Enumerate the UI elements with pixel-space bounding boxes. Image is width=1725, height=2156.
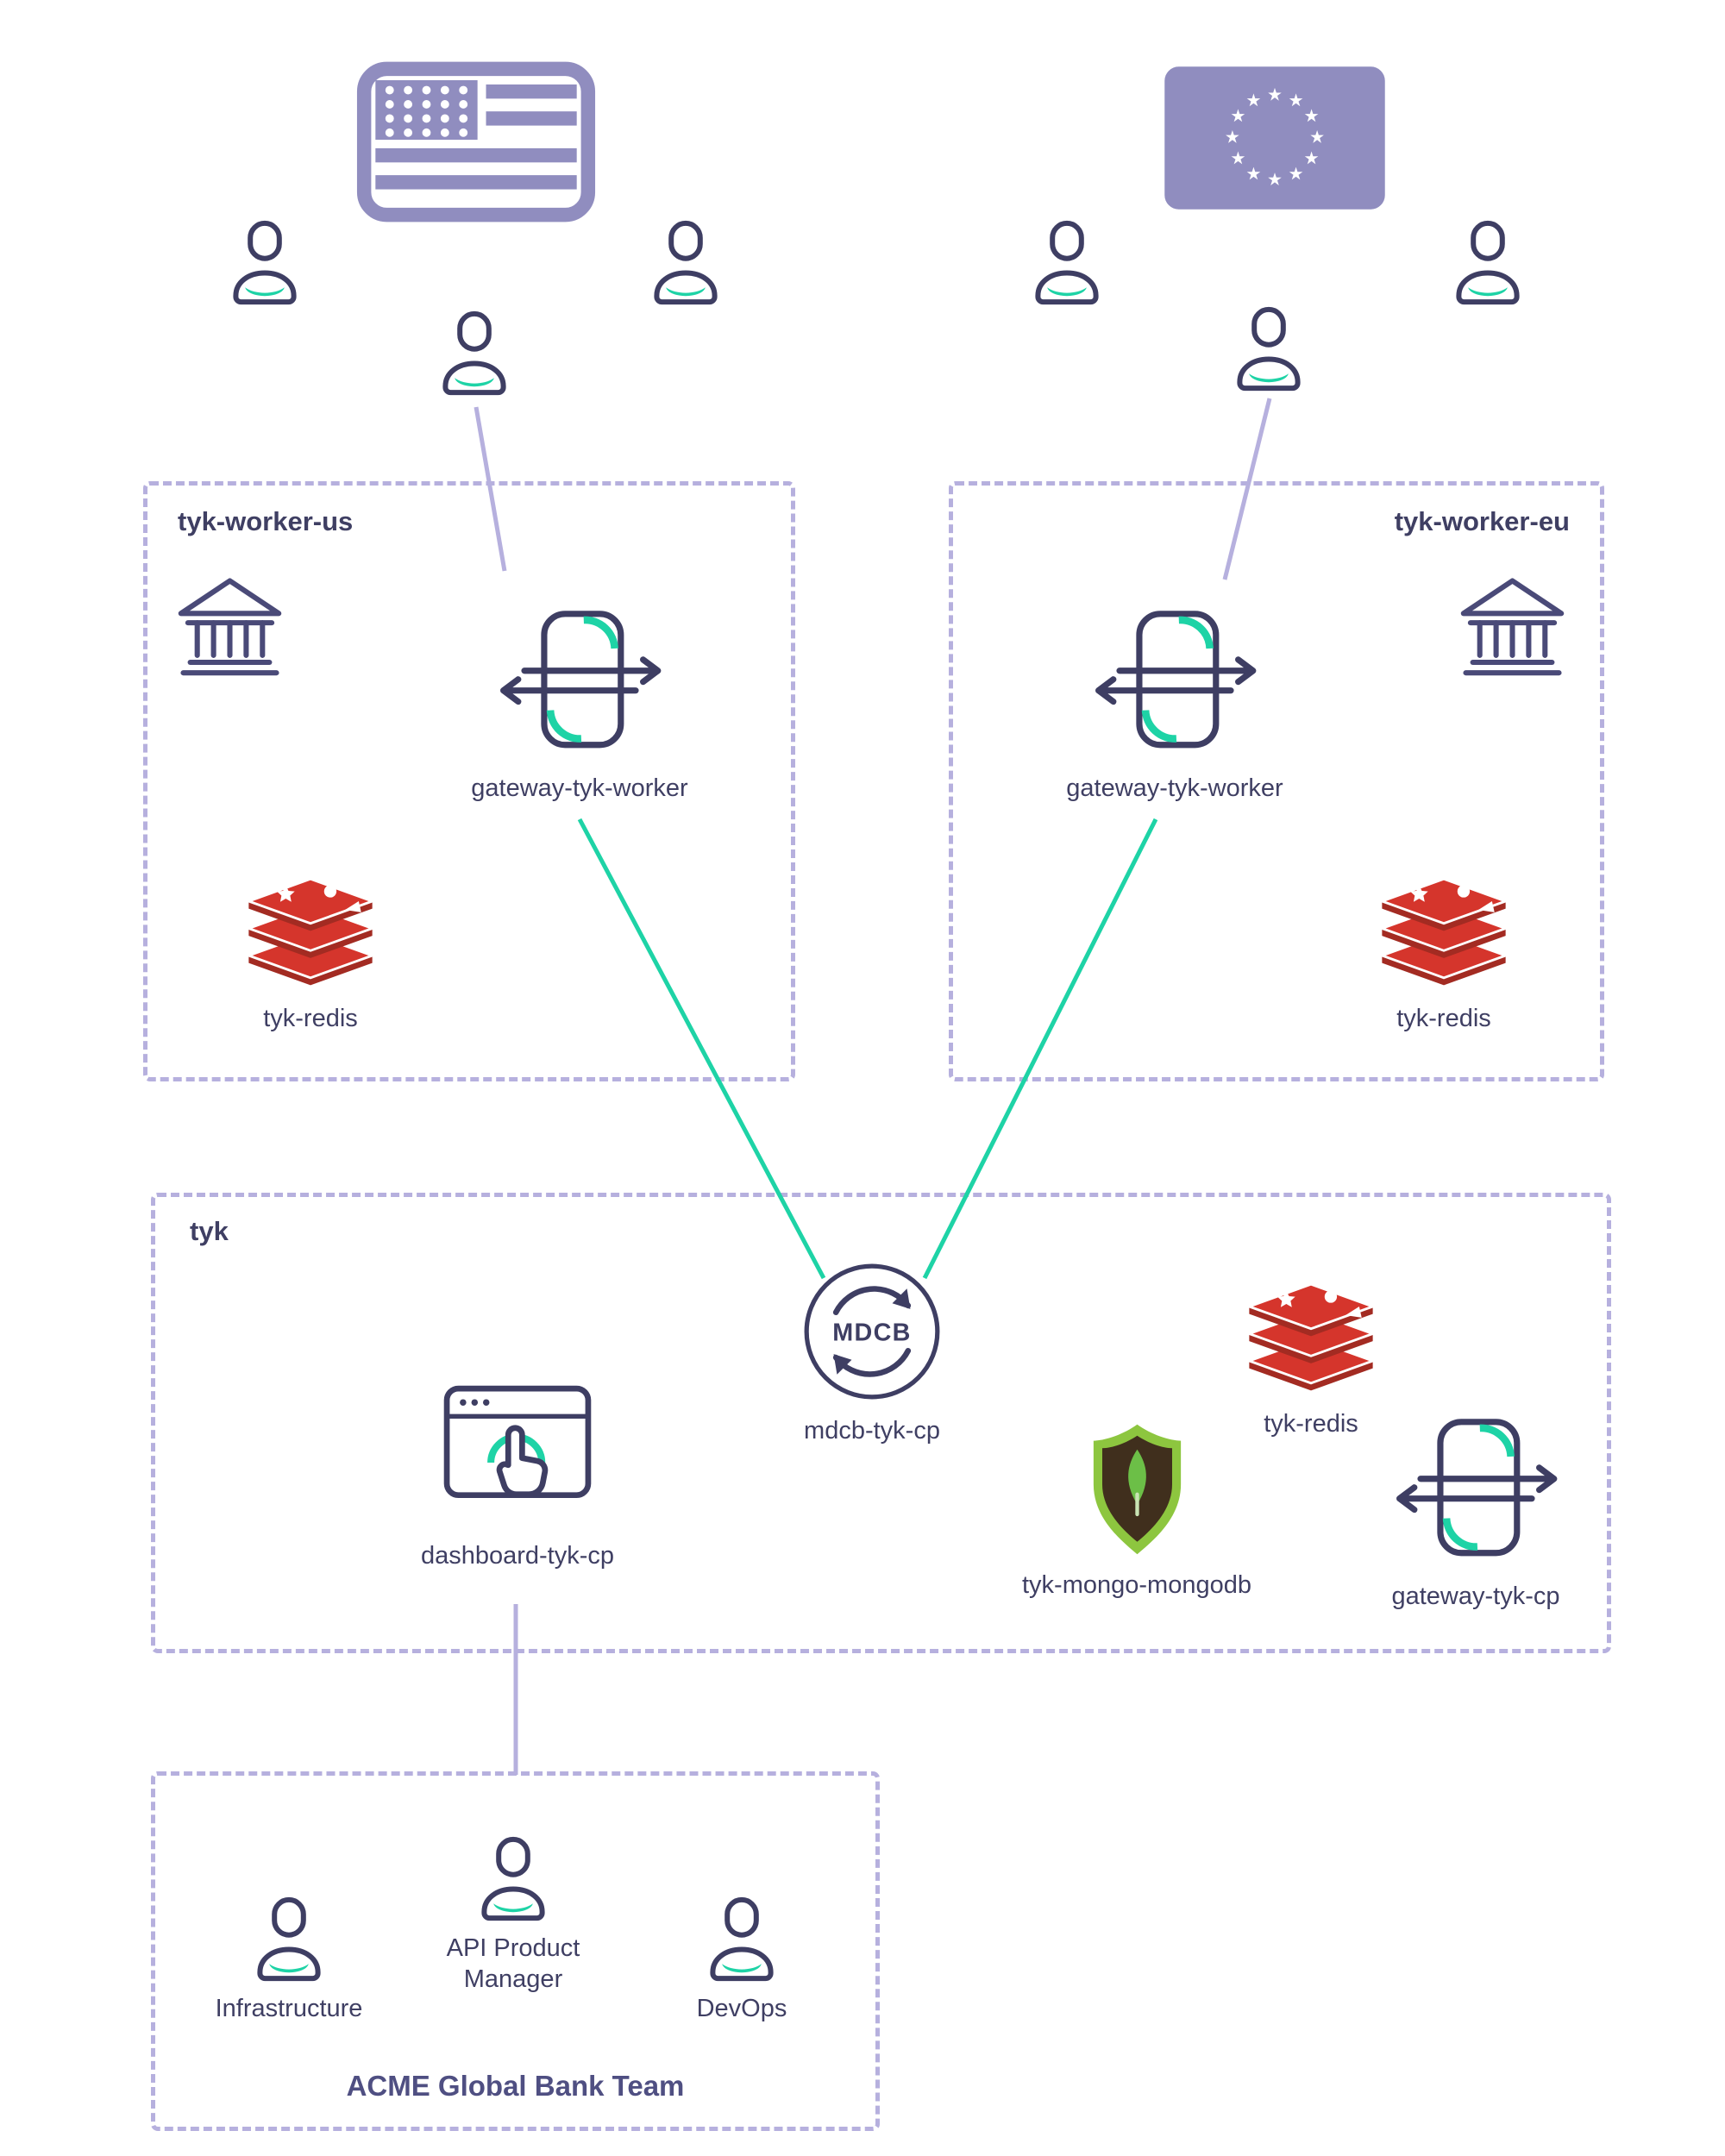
dashboard-icon [443, 1385, 592, 1499]
link-gateway-us-mdcb [577, 818, 826, 1280]
node-gateway-tyk-worker-eu: gateway-tyk-worker [1028, 606, 1321, 804]
node-bank-us [172, 569, 288, 686]
mdcb-icon-text: MDCB [832, 1319, 911, 1346]
node-user-eu-3 [1446, 219, 1529, 306]
node-dashboard-tyk-cp: dashboard-tyk-cp [371, 1382, 664, 1571]
link-us-users-gateway [474, 406, 507, 572]
zone-title-tyk: tyk [190, 1216, 229, 1246]
node-user-eu-1 [1026, 219, 1108, 306]
node-team-infrastructure: Infrastructure [160, 1896, 418, 2024]
node-label: gateway-tyk-worker [471, 774, 688, 802]
node-eu-region [1162, 64, 1388, 212]
node-bank-eu [1454, 569, 1571, 686]
node-us-region [355, 60, 597, 223]
node-label: dashboard-tyk-cp [420, 1542, 615, 1570]
team-member-label: API Product Manager [446, 1934, 580, 1994]
node-gateway-tyk-cp: gateway-tyk-cp [1329, 1414, 1622, 1612]
gateway-icon [1396, 1419, 1557, 1557]
zone-title-tyk-worker-eu: tyk-worker-eu [1394, 506, 1570, 536]
node-label: tyk-redis [263, 1005, 358, 1032]
node-tyk-mongo-mongodb: tyk-mongo-mongodb [990, 1420, 1283, 1601]
gateway-icon [499, 611, 661, 749]
team-member-label: DevOps [696, 1995, 787, 2022]
zone-title-acme-team: ACME Global Bank Team [346, 2070, 685, 2102]
person-icon [654, 220, 718, 305]
person-icon [257, 1896, 321, 1982]
link-gateway-eu-mdcb [922, 818, 1158, 1280]
node-label: tyk-redis [1264, 1410, 1358, 1438]
node-user-us-2 [433, 310, 516, 397]
bank-icon [1460, 578, 1565, 676]
zone-tyk-control-plane: tyk [151, 1193, 1611, 1653]
node-user-us-3 [644, 219, 727, 306]
node-gateway-tyk-worker-us: gateway-tyk-worker [433, 606, 726, 804]
redis-icon [245, 877, 376, 986]
node-tyk-redis-eu: tyk-redis [1297, 864, 1590, 1034]
eu-flag-icon [1164, 66, 1385, 210]
person-icon [481, 1836, 545, 1921]
link-eu-users-gateway [1222, 398, 1272, 580]
us-flag-icon [356, 61, 596, 222]
person-icon [233, 220, 297, 305]
node-tyk-redis-us: tyk-redis [164, 864, 457, 1034]
zone-tyk-worker-eu: tyk-worker-eu [949, 481, 1604, 1081]
node-tyk-redis-cp: tyk-redis [1164, 1269, 1458, 1439]
zone-tyk-worker-us: tyk-worker-us [143, 481, 795, 1081]
node-label: tyk-redis [1396, 1005, 1491, 1032]
person-icon [1237, 306, 1301, 392]
node-team-devops: DevOps [612, 1896, 871, 2024]
node-label: gateway-tyk-worker [1066, 774, 1283, 802]
mdcb-icon: MDCB [804, 1263, 940, 1400]
node-label: gateway-tyk-cp [1391, 1583, 1560, 1610]
person-icon [1456, 220, 1520, 305]
bank-icon [178, 578, 282, 676]
node-user-eu-2 [1227, 305, 1310, 392]
node-user-us-1 [223, 219, 306, 306]
node-mdcb-tyk-cp: MDCB mdcb-tyk-cp [725, 1258, 1019, 1446]
gateway-icon [1095, 611, 1256, 749]
redis-icon [1245, 1282, 1377, 1391]
person-icon [710, 1896, 774, 1982]
node-label: mdcb-tyk-cp [804, 1417, 940, 1445]
node-label: tyk-mongo-mongodb [1022, 1571, 1251, 1599]
mongodb-icon [1093, 1424, 1181, 1555]
person-icon [1035, 220, 1099, 305]
redis-icon [1378, 877, 1509, 986]
node-team-api-product-manager: API Product Manager [384, 1835, 643, 1996]
team-member-label: Infrastructure [215, 1995, 363, 2022]
zone-title-tyk-worker-us: tyk-worker-us [178, 506, 354, 536]
person-icon [442, 310, 506, 396]
